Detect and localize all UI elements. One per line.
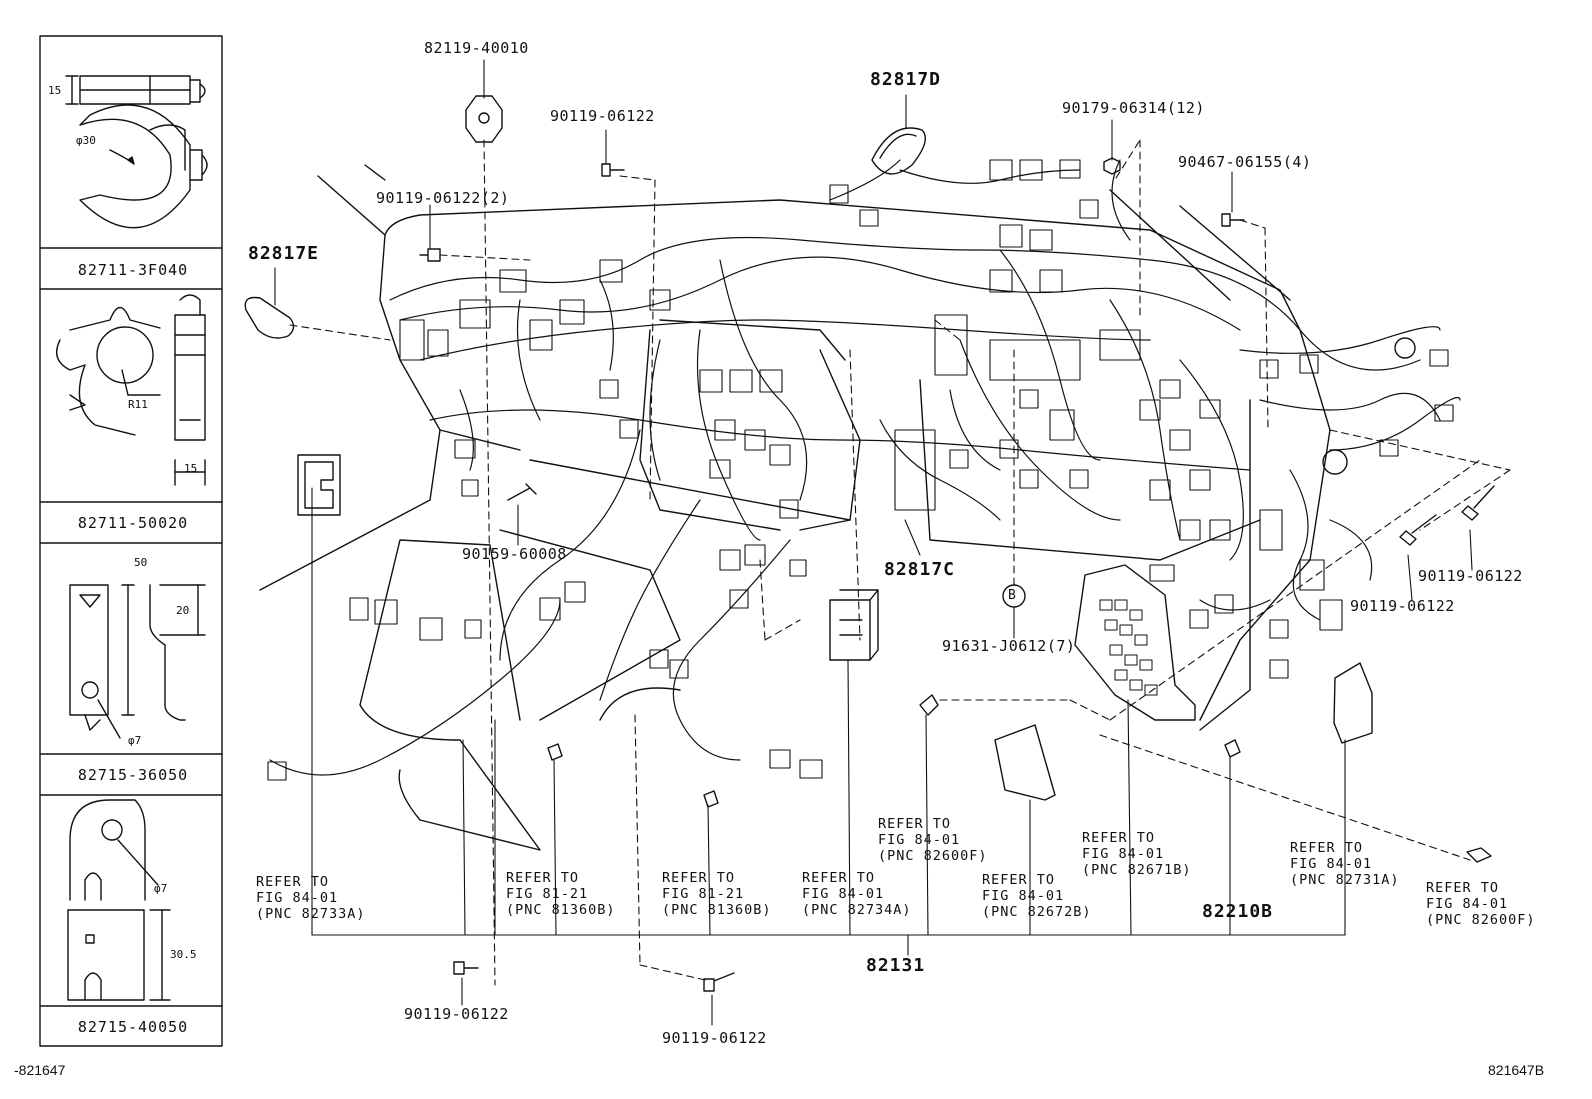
- grommet-82817D-shape: [871, 127, 926, 175]
- connectors: [267, 159, 1454, 781]
- part-label-90119-06122-right: 90119-06122: [1418, 567, 1523, 585]
- wire-harness: [269, 159, 1461, 776]
- dimension-label: R11: [128, 398, 148, 411]
- part-shapes: [244, 95, 1492, 863]
- block-82731A-shape: [1333, 662, 1373, 744]
- dimension-label: φ30: [76, 134, 96, 147]
- block-82672B-shape: [994, 724, 1056, 801]
- part-label-90119-06122-bottom: 90119-06122: [404, 1005, 509, 1023]
- part-label-82817C: 82817C: [884, 559, 956, 580]
- dimension-label: φ7: [154, 882, 168, 895]
- dimension-label: 20: [176, 604, 190, 617]
- part-label-82817D: 82817D: [870, 69, 942, 90]
- bracket-82715-36050-drawing: [69, 584, 206, 739]
- clip-82711-3F040-drawing: [65, 75, 208, 229]
- side-panel-part-number: 82715-40050: [77, 1018, 189, 1036]
- dimension-label: 15: [48, 84, 62, 97]
- part-label-82817E: 82817E: [248, 243, 320, 264]
- part-label-90467-06155: 90467-06155(4): [1178, 153, 1312, 171]
- clip-82711-50020-drawing: [56, 294, 206, 486]
- part-82119-40010-shape: [465, 95, 503, 143]
- part-label-82119-40010: 82119-40010: [424, 39, 529, 57]
- part-label-90119-06122: 90119-06122: [550, 107, 655, 125]
- part-label-90179-06314: 90179-06314(12): [1062, 99, 1205, 117]
- block-82733A-shape: [297, 454, 341, 516]
- solid-leaders: [274, 59, 1473, 1026]
- dimension-label: 50: [134, 556, 148, 569]
- corner-code-left: -821647: [14, 1062, 66, 1078]
- junction-block-82671B-shape: [1074, 564, 1196, 721]
- side-panels-frame: [39, 35, 223, 1047]
- part-label-90119-06122-bottom: 90119-06122: [662, 1029, 767, 1047]
- part-label-91631-J0612: 91631-J0612(7): [942, 637, 1076, 655]
- part-label-82131: 82131: [866, 955, 926, 976]
- corner-code-right: 821647B: [1488, 1062, 1545, 1078]
- side-panel-part-number: 82711-3F040: [77, 261, 189, 279]
- part-label-90119-06122-2: 90119-06122(2): [376, 189, 510, 207]
- side-panel-part-number: 82711-50020: [77, 514, 189, 532]
- part-label-90159-60008: 90159-60008: [462, 545, 567, 563]
- dashed-leaders: [289, 139, 1511, 986]
- bracket-82715-40050-drawing: [67, 799, 171, 1001]
- dimension-label: 15: [184, 462, 198, 475]
- part-label-82210B: 82210B: [1202, 901, 1274, 922]
- clamp-82817E-shape: [244, 296, 295, 339]
- instrument-panel-outline: [259, 164, 1331, 851]
- block-82734A-shape: [829, 599, 871, 661]
- dimension-label: 30.5: [170, 948, 197, 961]
- reference-B-label: B: [1008, 588, 1017, 603]
- part-label-90119-06122-right: 90119-06122: [1350, 597, 1455, 615]
- side-panel-part-number: 82715-36050: [77, 766, 189, 784]
- dimension-label: φ7: [128, 734, 142, 747]
